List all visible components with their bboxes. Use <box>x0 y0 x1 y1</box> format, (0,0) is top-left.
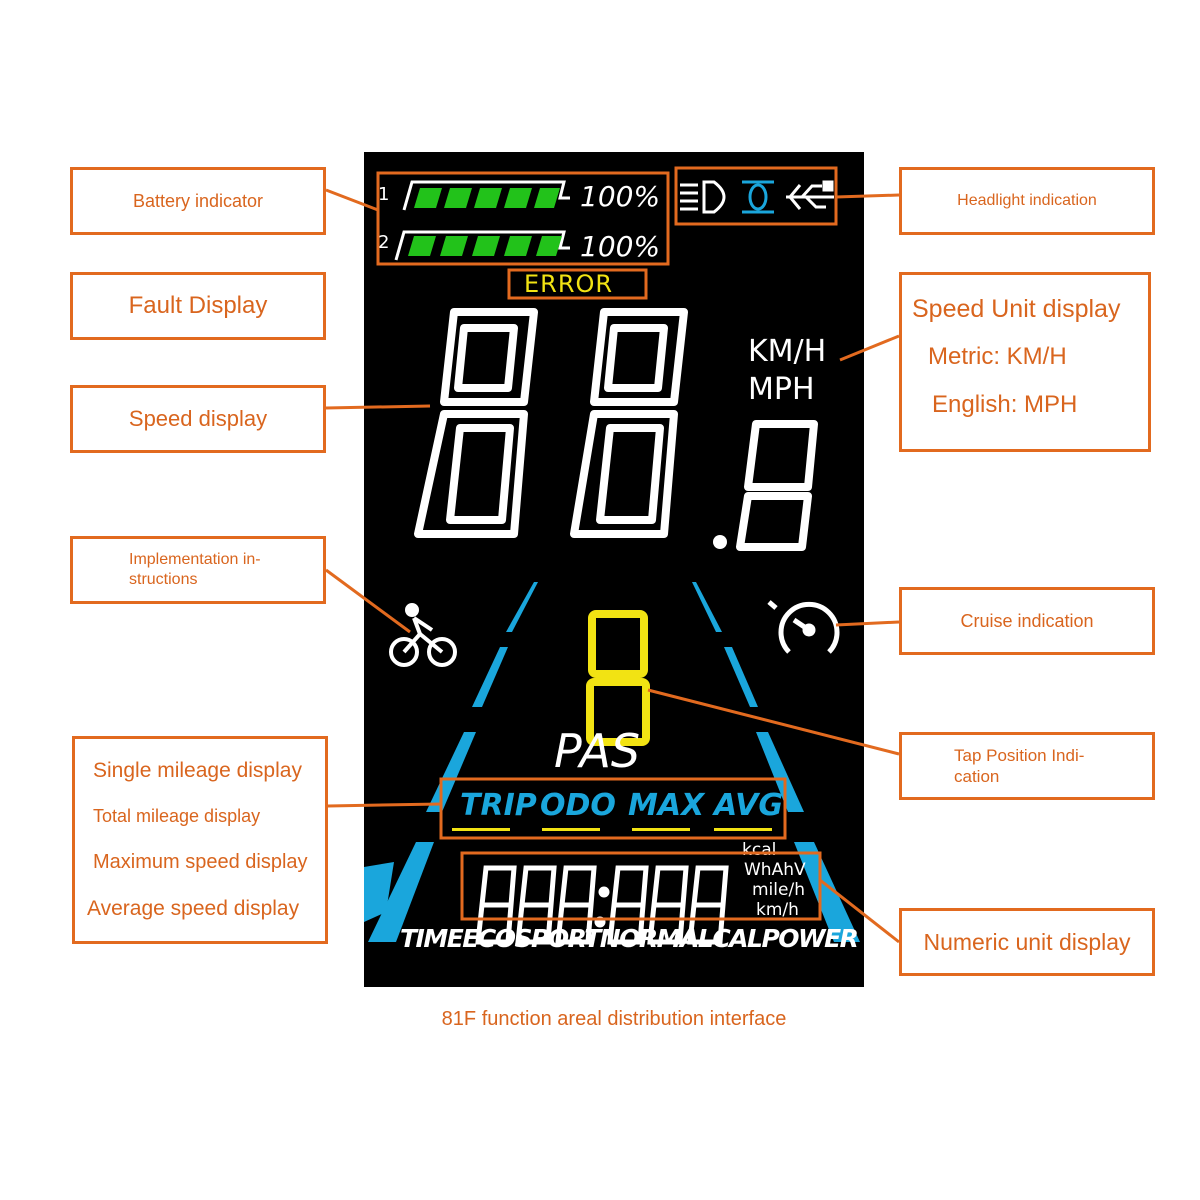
battery-2-percent: 100% <box>580 230 661 263</box>
label-speed-unit: Speed Unit display Metric: KM/H English:… <box>899 272 1151 452</box>
label-speed-text: Speed display <box>128 406 268 431</box>
pas-label: PAS <box>554 724 641 778</box>
label-headlight: Headlight indication <box>899 167 1155 235</box>
unit-kcal: kcal <box>742 840 777 860</box>
mode-odo: ODO <box>540 788 616 823</box>
underline-avg <box>714 828 772 831</box>
battery-2-index: 2 <box>378 232 390 253</box>
label-numeric-unit-text: Numeric unit display <box>923 928 1131 955</box>
battery-2-seg-5 <box>536 236 562 256</box>
road-left-edge <box>364 862 394 922</box>
headlight-icon <box>680 180 726 214</box>
label-battery-indicator: Battery indicator <box>70 167 326 235</box>
mode-strip: TIMEECOSPORTNORMALCALPOWER <box>400 924 859 953</box>
label-speed-unit-english: English: MPH <box>932 391 1078 419</box>
battery-2-seg-3 <box>472 236 500 256</box>
battery-1-seg-5 <box>534 188 560 208</box>
road-lines <box>364 582 860 942</box>
label-cruise: Cruise indication <box>899 587 1155 655</box>
label-implementation: Implementation in- structions <box>70 536 326 604</box>
battery-1-seg-4 <box>504 188 532 208</box>
road-left-2 <box>472 647 508 707</box>
label-headlight-text: Headlight indication <box>957 192 1097 209</box>
underline-trip <box>452 828 510 831</box>
label-fault-text: Fault Display <box>128 292 268 319</box>
underline-odo <box>542 828 600 831</box>
label-mileage-group: Single mileage display Total mileage dis… <box>72 736 328 944</box>
battery-2 <box>394 230 570 261</box>
road-right-1 <box>692 582 722 632</box>
error-text: ERROR <box>524 270 614 298</box>
unit-whah: WhAhV <box>744 860 806 880</box>
label-avg-speed: Average speed display <box>87 897 300 921</box>
battery-2-seg-2 <box>440 236 468 256</box>
battery-1-seg-3 <box>474 188 502 208</box>
label-single-mileage: Single mileage display <box>93 758 302 782</box>
underline-max <box>632 828 690 831</box>
label-battery-text: Battery indicator <box>132 190 264 211</box>
battery-2-seg-4 <box>504 236 532 256</box>
figure-caption: 81F function areal distribution interfac… <box>441 1008 787 1030</box>
speed-decimal-point <box>713 535 727 549</box>
mode-trip: TRIP <box>460 788 537 823</box>
mode-avg: AVG <box>714 788 784 823</box>
mode-underlines <box>452 828 772 831</box>
lcd-screen: 1 100% 2 100% ERROR KM/H MPH PAS TRIP OD… <box>364 152 864 987</box>
usb-icon <box>786 180 834 210</box>
label-numeric-unit: Numeric unit display <box>899 908 1155 976</box>
label-speed-unit-title: Speed Unit display <box>912 294 1121 323</box>
unit-kmh-small: km/h <box>756 900 799 920</box>
speed-digits <box>414 308 818 551</box>
label-fault-display: Fault Display <box>70 272 326 340</box>
label-cruise-text: Cruise indication <box>960 610 1094 631</box>
battery-1-seg-2 <box>444 188 472 208</box>
battery-2-seg-1 <box>408 236 436 256</box>
unit-mileh: mile/h <box>752 880 805 900</box>
battery-1 <box>402 180 570 211</box>
road-left-4 <box>368 842 434 942</box>
speedometer-icon <box>767 600 840 654</box>
cyclist-icon <box>389 603 457 667</box>
battery-1-percent: 100% <box>580 180 661 213</box>
mode-max: MAX <box>628 788 705 823</box>
label-tap-position: Tap Position Indi- cation <box>899 732 1155 800</box>
label-speed-display: Speed display <box>70 385 326 453</box>
label-tap-position-text: Tap Position Indi- cation <box>954 746 1085 786</box>
unit-mph: MPH <box>748 372 815 407</box>
battery-1-index: 1 <box>378 184 390 205</box>
pas-digit <box>586 610 650 746</box>
road-right-2 <box>724 647 758 707</box>
battery-1-seg-1 <box>414 188 442 208</box>
label-total-mileage: Total mileage display <box>93 806 261 827</box>
label-speed-unit-metric: Metric: KM/H <box>928 343 1067 371</box>
label-implementation-text: Implementation in- structions <box>129 551 261 588</box>
road-left-3 <box>426 732 476 812</box>
indicator-icon <box>742 180 774 214</box>
unit-kmh: KM/H <box>748 334 827 369</box>
road-left-1 <box>506 582 538 632</box>
label-max-speed: Maximum speed display <box>93 850 308 873</box>
